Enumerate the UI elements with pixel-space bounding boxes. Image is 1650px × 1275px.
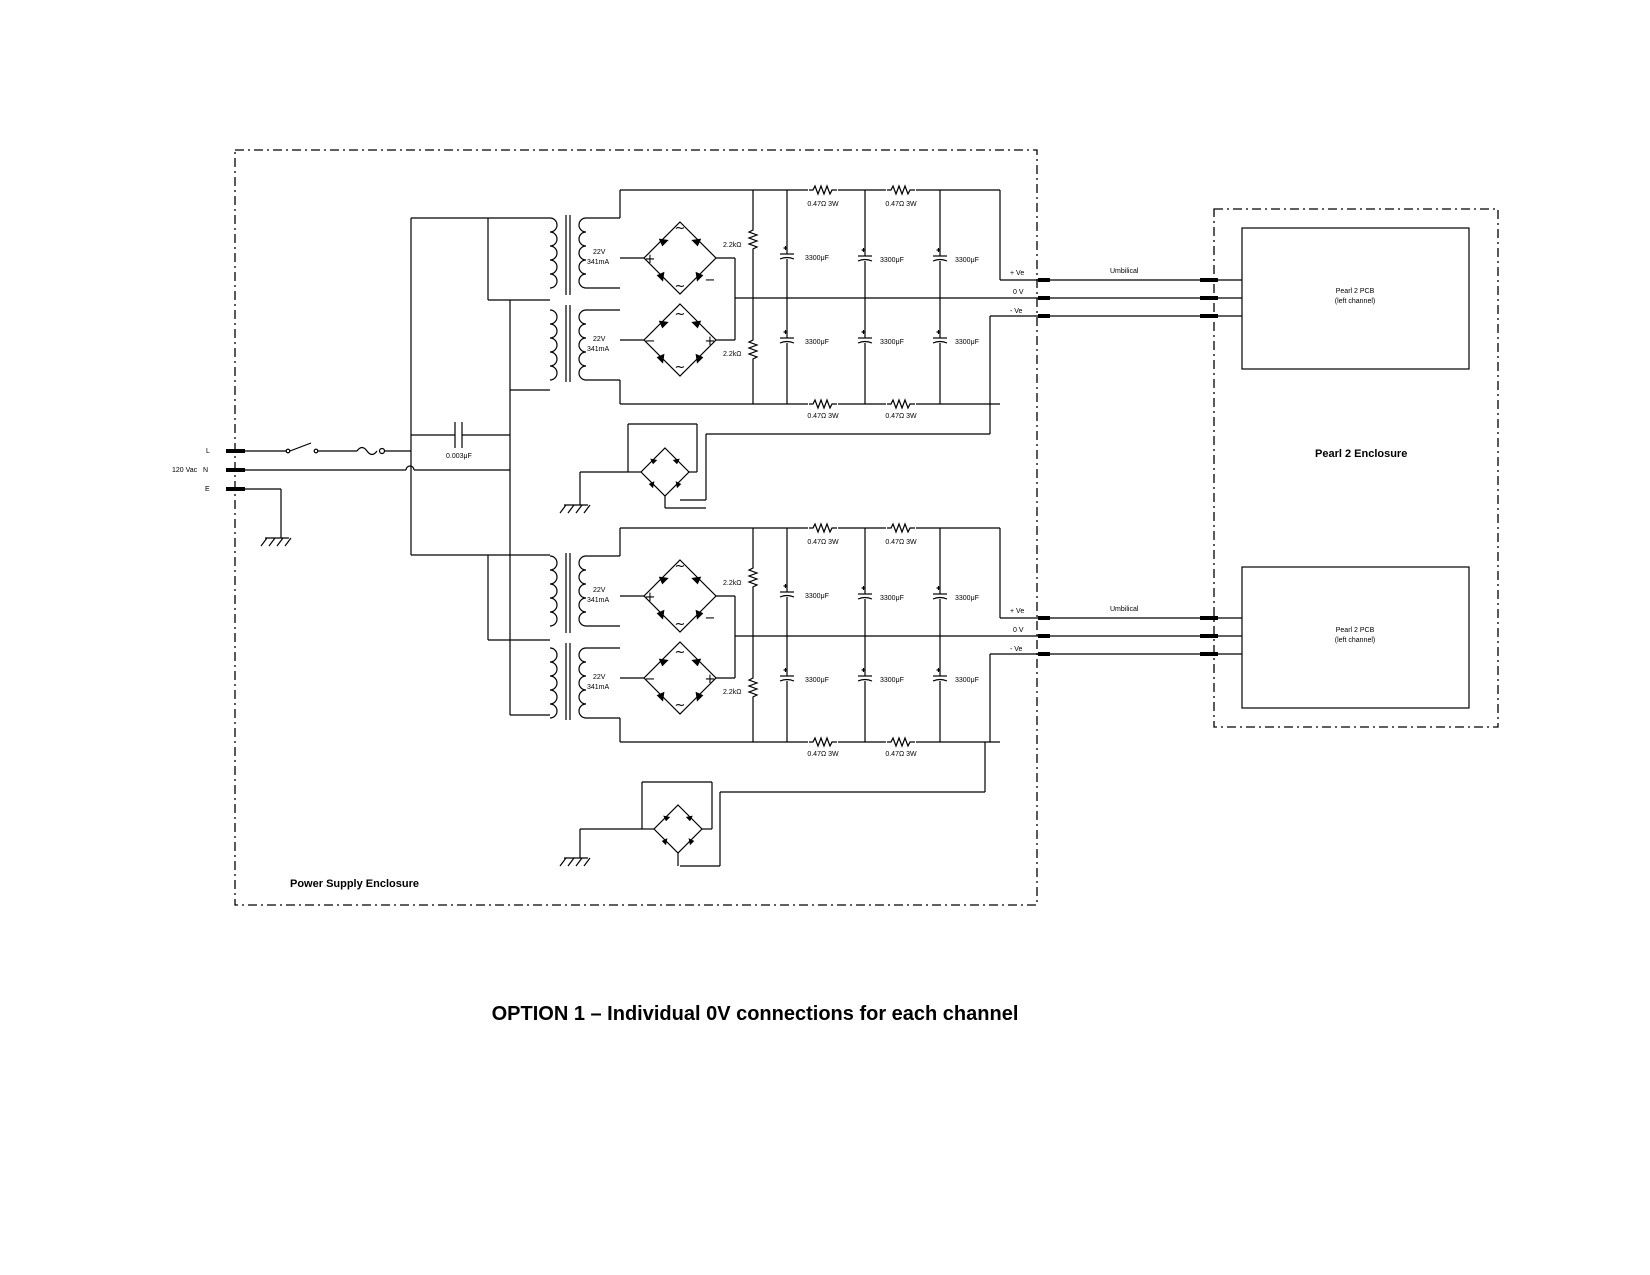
cap-6-label: 3300μF xyxy=(955,339,979,346)
mains-switch xyxy=(289,442,312,452)
cap-4-label: 3300μF xyxy=(805,339,829,346)
mains-voltage-label: 120 Vac xyxy=(172,467,198,474)
svg-text:~: ~ xyxy=(675,279,686,294)
pearl-enclosure-label: Pearl 2 Enclosure xyxy=(1315,448,1407,460)
tx2-voltage: 22V xyxy=(593,336,606,343)
pearl-pcb-top-channel: (left channel) xyxy=(1335,298,1375,305)
tx1-current: 341mA xyxy=(587,259,610,266)
svg-text:−: − xyxy=(645,672,656,687)
cap-8-label: 3300μF xyxy=(880,595,904,602)
transformer-primary-4-icon xyxy=(549,647,558,719)
tx2-current: 341mA xyxy=(587,346,610,353)
pearl-pcb-bottom-channel: (left channel) xyxy=(1335,637,1375,644)
filter-cap-label: 0.003μF xyxy=(446,453,472,460)
cap-3-label: 3300μF xyxy=(955,257,979,264)
series-res-1-label: 0.47Ω 3W xyxy=(807,201,839,208)
cap-7-label: 3300μF xyxy=(805,593,829,600)
umbilical-top: Umbilical xyxy=(1038,268,1242,318)
supply-channel-top: 22V 341mA 22V 341mA +− ~~ −+ ~~ 2.2kΩ 2 xyxy=(549,184,1038,514)
tx1-voltage: 22V xyxy=(593,249,606,256)
cap-5-label: 3300μF xyxy=(880,339,904,346)
svg-text:−: − xyxy=(645,334,656,349)
bleeder-resistor-2-icon xyxy=(748,335,758,365)
pearl-enclosure-outline xyxy=(1213,208,1499,728)
umbilical-bottom-label: Umbilical xyxy=(1110,606,1139,613)
tx3-voltage: 22V xyxy=(593,587,606,594)
bleeder-1-label: 2.2kΩ xyxy=(723,242,741,249)
mains-earth-label: E xyxy=(205,486,210,493)
cap-12-label: 3300μF xyxy=(955,677,979,684)
pearl-pcb-box-top xyxy=(1241,227,1470,370)
series-res-4-label: 0.47Ω 3W xyxy=(885,413,917,420)
svg-text:+: + xyxy=(645,590,656,605)
series-res-7-label: 0.47Ω 3W xyxy=(807,751,839,758)
primary-wiring: 0.003μF xyxy=(410,217,550,716)
svg-text:−: − xyxy=(705,611,716,626)
svg-text:+: + xyxy=(705,672,716,687)
out-bottom-pos-label: + Ve xyxy=(1010,608,1024,615)
bleeder-resistor-4-icon xyxy=(748,673,758,703)
out-bottom-zero-label: 0 V xyxy=(1013,627,1024,634)
transformer-primary-3-icon xyxy=(549,555,558,627)
out-bottom-neg-label: - Ve xyxy=(1010,646,1023,653)
out-top-neg-label: - Ve xyxy=(1010,308,1023,315)
power-supply-enclosure-outline xyxy=(234,149,1038,906)
cap-10-label: 3300μF xyxy=(805,677,829,684)
bleeder-resistor-1-icon xyxy=(748,225,758,255)
bleeder-resistor-3-icon xyxy=(748,563,758,593)
series-res-6-label: 0.47Ω 3W xyxy=(885,539,917,546)
ground-lift-bridge-bottom-icon xyxy=(653,804,703,854)
svg-text:−: − xyxy=(705,273,716,288)
transformer-secondary-4-icon xyxy=(578,647,587,719)
series-res-5-label: 0.47Ω 3W xyxy=(807,539,839,546)
series-res-2-label: 0.47Ω 3W xyxy=(885,201,917,208)
tx4-voltage: 22V xyxy=(593,674,606,681)
svg-text:~: ~ xyxy=(675,698,686,713)
transformer-primary-2-icon xyxy=(549,309,558,381)
pearl-pcb-bottom-label: Pearl 2 PCB xyxy=(1336,627,1375,634)
transformer-secondary-2-icon xyxy=(578,309,587,381)
svg-text:~: ~ xyxy=(675,617,686,632)
chassis-ground-bottom-icon xyxy=(559,857,591,867)
power-supply-enclosure-label: Power Supply Enclosure xyxy=(290,878,419,890)
svg-text:~: ~ xyxy=(675,559,686,574)
svg-text:~: ~ xyxy=(675,360,686,375)
transformer-secondary-3-icon xyxy=(578,555,587,627)
tx4-current: 341mA xyxy=(587,684,610,691)
cap-2-label: 3300μF xyxy=(880,257,904,264)
pearl-pcb-top-label: Pearl 2 PCB xyxy=(1336,288,1375,295)
supply-channel-bottom: 22V 341mA 22V 341mA + − ~ ~ − + ~ ~ 2.2kΩ 2.… xyxy=(549,522,1038,867)
fuse-symbol xyxy=(356,446,378,456)
out-top-pos-label: + Ve xyxy=(1010,270,1024,277)
cap-9-label: 3300μF xyxy=(955,595,979,602)
ground-lift-bridge-top-icon xyxy=(640,447,690,497)
transformer-primary-1-icon xyxy=(549,217,558,289)
bleeder-3-label: 2.2kΩ xyxy=(723,580,741,587)
bleeder-2-label: 2.2kΩ xyxy=(723,351,741,358)
transformer-secondary-1-icon xyxy=(578,217,587,289)
chassis-ground-top-icon xyxy=(559,504,591,514)
bleeder-4-label: 2.2kΩ xyxy=(723,689,741,696)
mains-input: L 120 Vac N E xyxy=(172,442,415,547)
umbilical-bottom: Umbilical xyxy=(1038,606,1242,656)
cap-1-label: 3300μF xyxy=(805,255,829,262)
series-res-3-label: 0.47Ω 3W xyxy=(807,413,839,420)
mains-line-label: L xyxy=(206,448,210,455)
svg-text:+: + xyxy=(705,334,716,349)
mains-earth-icon xyxy=(260,537,292,547)
series-res-8-label: 0.47Ω 3W xyxy=(885,751,917,758)
svg-text:~: ~ xyxy=(675,221,686,236)
cap-11-label: 3300μF xyxy=(880,677,904,684)
mains-neutral-label: N xyxy=(203,467,208,474)
svg-text:~: ~ xyxy=(675,645,686,660)
diagram-caption: OPTION 1 – Individual 0V connections for… xyxy=(491,1003,1019,1025)
out-top-zero-label: 0 V xyxy=(1013,289,1024,296)
tx3-current: 341mA xyxy=(587,597,610,604)
pearl-pcb-box-bottom xyxy=(1241,566,1470,709)
umbilical-top-label: Umbilical xyxy=(1110,268,1139,275)
svg-text:~: ~ xyxy=(675,307,686,322)
svg-text:+: + xyxy=(645,252,656,267)
